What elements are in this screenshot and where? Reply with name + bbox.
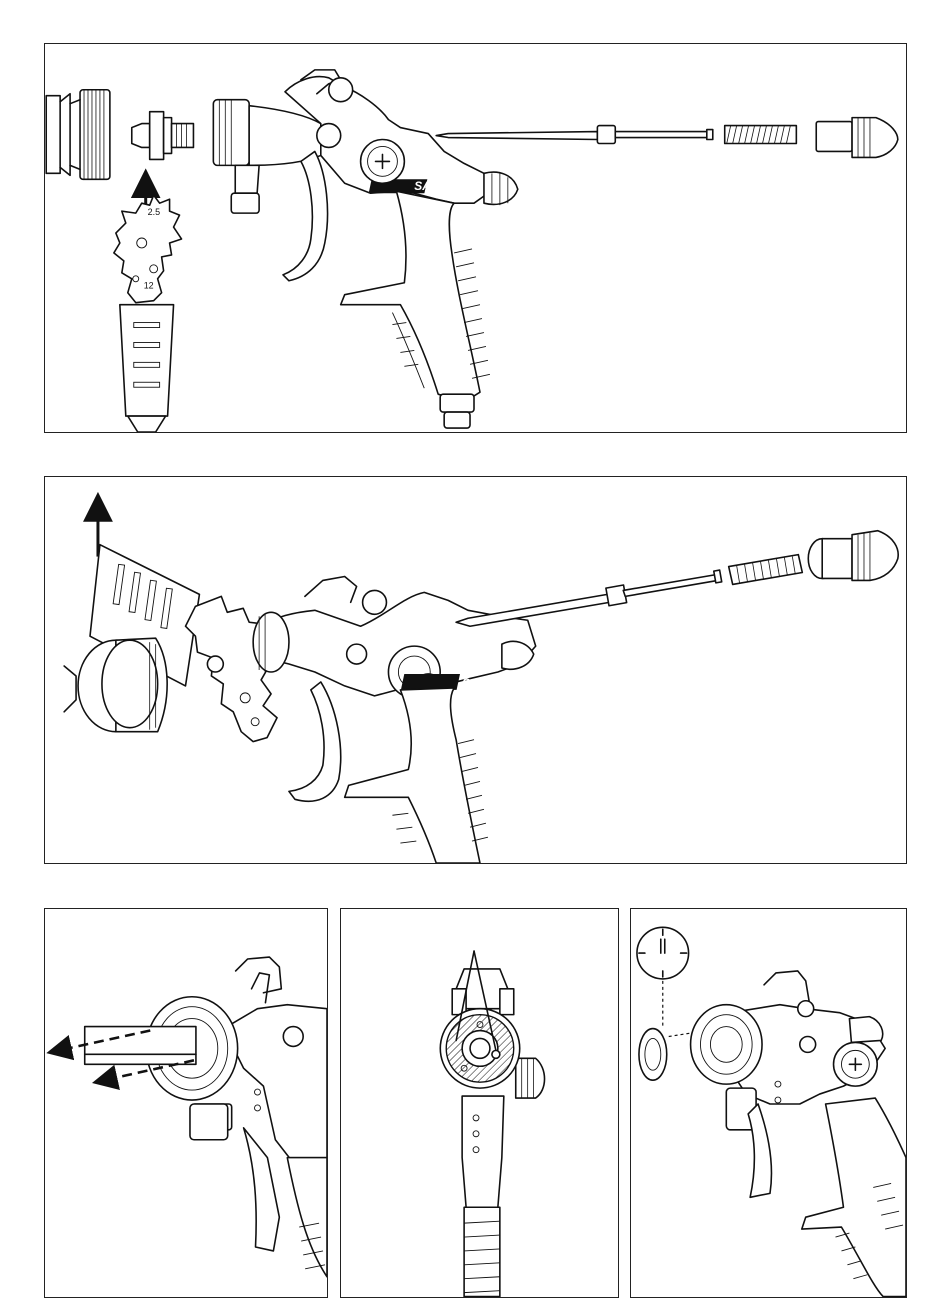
panel-nozzle-removal: SATA <box>44 476 907 864</box>
panel-ring-reinstall <box>630 908 907 1298</box>
wrench-size-mark-a: 2.5 <box>148 207 160 217</box>
spray-gun-body: SATA <box>213 70 517 428</box>
wrench-tool <box>85 1027 196 1065</box>
air-cap-part <box>64 638 167 732</box>
air-cap-part <box>46 90 110 180</box>
paint-needle-part <box>436 126 713 144</box>
spray-gun-body <box>691 971 906 1297</box>
air-distribution-ring-section <box>440 1009 519 1088</box>
paint-needle-part <box>456 570 722 626</box>
needle-spring-part <box>729 555 803 585</box>
nozzle-removal-diagram: SATA <box>45 477 906 863</box>
clock-icon <box>637 927 689 979</box>
ring-removal-diagram <box>45 909 327 1297</box>
front-view-diagram <box>341 909 618 1297</box>
paint-nozzle-part <box>132 112 194 160</box>
panel-ring-removal <box>44 908 328 1298</box>
exploded-view-diagram: 2.5 12 SATA <box>45 44 906 432</box>
panel-exploded-view: 2.5 12 SATA <box>44 43 907 433</box>
brand-logo: SATA <box>462 676 493 690</box>
needle-spring-part <box>725 126 797 144</box>
brand-logo: SATA <box>414 179 445 193</box>
panel-front-view <box>340 908 619 1298</box>
fluid-adjustment-knob-part <box>816 118 898 158</box>
wrench-size-mark-b: 12 <box>144 281 154 291</box>
wrench-tool: 2.5 12 <box>114 195 182 432</box>
fluid-adjustment-knob-part <box>808 531 898 581</box>
spray-gun-body <box>146 957 327 1277</box>
air-distribution-ring-part <box>639 1029 667 1081</box>
ring-reinstall-diagram <box>631 909 906 1297</box>
